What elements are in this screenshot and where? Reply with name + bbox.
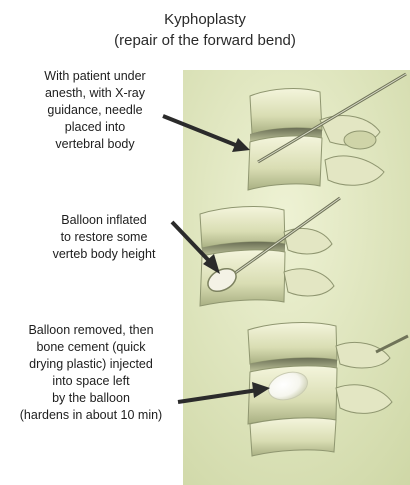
step-2-line: verteb body height: [26, 246, 182, 263]
step-3-line: by the balloon: [2, 390, 180, 407]
step-3-line: (hardens in about 10 min): [2, 407, 180, 424]
step-3-caption: Balloon removed, then bone cement (quick…: [2, 322, 180, 424]
step-1-line: anesth, with X-ray: [10, 85, 180, 102]
step-3-line: Balloon removed, then: [2, 322, 180, 339]
step-1-line: guidance, needle: [10, 102, 180, 119]
step-2-caption: Balloon inflated to restore some verteb …: [26, 212, 182, 263]
step-3-line: into space left: [2, 373, 180, 390]
step-2-line: to restore some: [26, 229, 182, 246]
step-1-line: With patient under: [10, 68, 180, 85]
step-3-line: bone cement (quick: [2, 339, 180, 356]
step-1-caption: With patient under anesth, with X-ray gu…: [10, 68, 180, 153]
step-1-line: placed into: [10, 119, 180, 136]
step-3-line: drying plastic) injected: [2, 356, 180, 373]
step-1-line: vertebral body: [10, 136, 180, 153]
step-2-line: Balloon inflated: [26, 212, 182, 229]
